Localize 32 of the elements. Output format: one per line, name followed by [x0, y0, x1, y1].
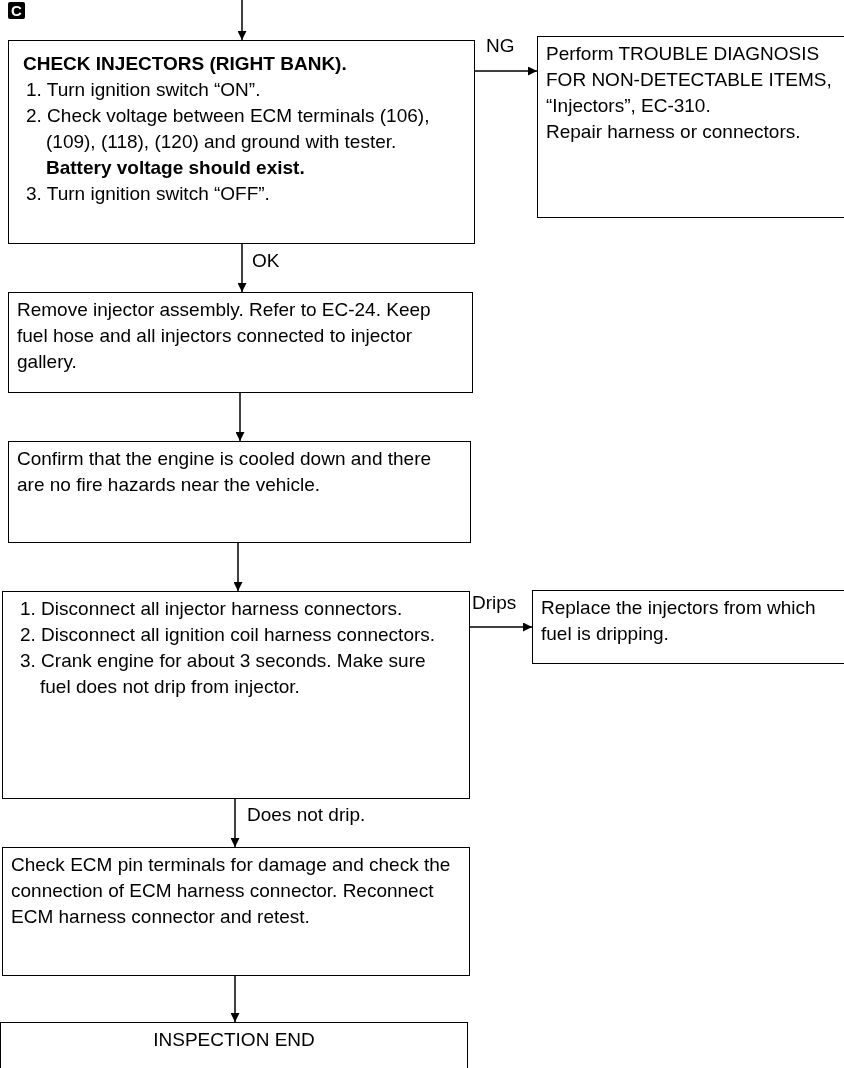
- arrow: [233, 542, 243, 592]
- step-text: Confirm that the engine is cooled down and there are no fire hazards near the vehicle.: [17, 447, 433, 497]
- process-box: [0, 1022, 468, 1068]
- step-text: 2. Disconnect all ignition coil harness connectors.: [19, 623, 437, 647]
- process-box: [8, 40, 475, 244]
- step-text: 3. Turn ignition switch “OFF”.: [25, 182, 271, 206]
- process-box: [8, 292, 473, 393]
- step-text: Remove injector assembly. Refer to EC-24. Keep fuel hose and all injectors connected to injector gallery.: [17, 298, 432, 374]
- arrow: [235, 392, 245, 442]
- process-box: [537, 36, 844, 218]
- arrow: [237, 0, 247, 41]
- arrow: [469, 622, 533, 632]
- process-box: [8, 441, 471, 543]
- process-box: [2, 591, 470, 799]
- step-text: Perform TROUBLE DIAGNOSIS FOR NON-DETECTABLE ITEMS, “Injectors”, EC-310.: [546, 42, 833, 118]
- step-text: Check ECM pin terminals for damage and check the connection of ECM harness connector. Reconnect ECM harness connector and retest.: [11, 853, 452, 929]
- process-box: [532, 590, 844, 664]
- arrow: [237, 243, 247, 293]
- step-text: 2. Check voltage between ECM terminals (106), (109), (118), (120) and ground with tester.: [25, 104, 431, 154]
- step-text: Battery voltage should exist.: [45, 156, 306, 180]
- step-text: INSPECTION END: [152, 1028, 316, 1052]
- step-text: Replace the injectors from which fuel is dripping.: [541, 596, 817, 646]
- step-text: 1. Disconnect all injector harness connectors.: [19, 597, 404, 621]
- arrow: [474, 66, 538, 76]
- arrow: [230, 798, 240, 848]
- step-heading: CHECK INJECTORS (RIGHT BANK).: [22, 52, 348, 76]
- process-box: [2, 847, 470, 976]
- step-text: Repair harness or connectors.: [546, 120, 802, 144]
- step-text: 3. Crank engine for about 3 seconds. Make sure fuel does not drip from injector.: [19, 649, 427, 699]
- step-text: 1. Turn ignition switch “ON”.: [25, 78, 262, 102]
- arrow: [230, 975, 240, 1023]
- section-letter-badge: C: [8, 2, 25, 19]
